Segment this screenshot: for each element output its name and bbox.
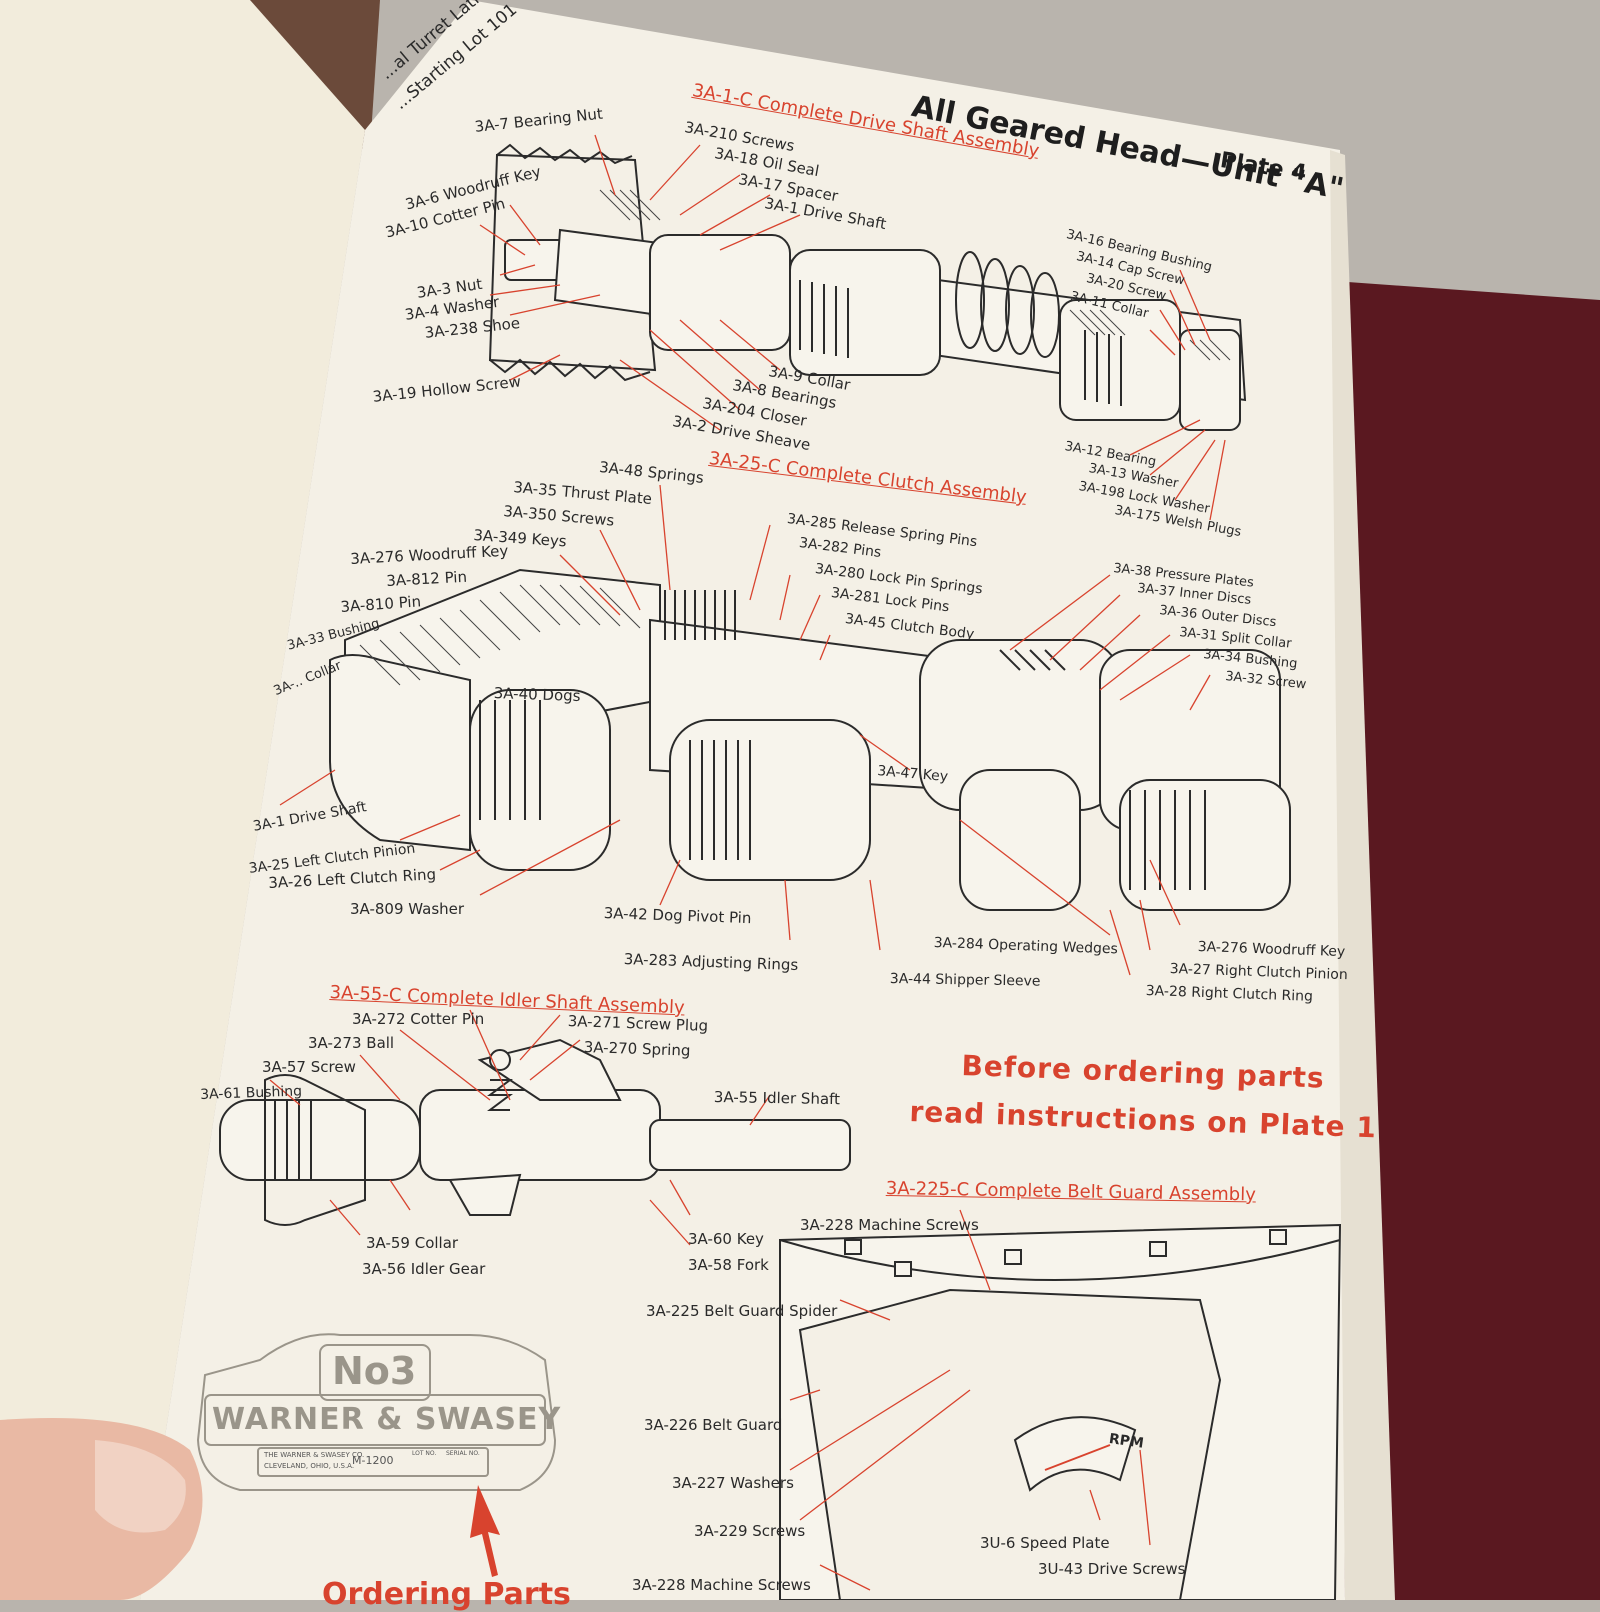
part-label: 3A-229 Screws <box>694 1522 806 1540</box>
nameplate-city: CLEVELAND, OHIO, U.S.A. <box>264 1462 355 1470</box>
part-label: 3A-270 Spring <box>583 1038 691 1060</box>
part-label: 3A-812 Pin <box>385 567 468 590</box>
part-label: 3A-57 Screw <box>262 1058 356 1076</box>
part-label: 3U-6 Speed Plate <box>980 1534 1110 1552</box>
part-label: 3A-226 Belt Guard <box>644 1416 783 1434</box>
nameplate-company: THE WARNER & SWASEY CO. <box>264 1451 365 1459</box>
part-label: 3A-58 Fork <box>688 1256 769 1274</box>
leader-lines <box>269 134 1226 1591</box>
idler-shaft-drawing <box>219 1038 851 1226</box>
nameplate-model: M-1200 <box>352 1454 394 1467</box>
part-label: 3A-55 Idler Shaft <box>713 1088 841 1109</box>
nameplate-graphic <box>196 1333 557 1491</box>
book-cover-right <box>1320 280 1600 1600</box>
part-label: 3A-809 Washer <box>350 900 465 918</box>
part-label: 3A-225 Belt Guard Spider <box>646 1302 838 1320</box>
part-label: 3U-43 Drive Screws <box>1038 1560 1186 1578</box>
part-label: 3A-61 Bushing <box>199 1083 303 1103</box>
nameplate-lot-label: LOT NO. <box>412 1450 437 1457</box>
ordering-arrow <box>470 1485 500 1577</box>
drive-shaft-drawing <box>488 143 1247 431</box>
page-edges <box>1330 150 1395 1600</box>
part-label: 3A-60 Key <box>688 1230 764 1248</box>
left-page <box>0 0 365 1600</box>
nameplate-number: No3 <box>332 1349 417 1393</box>
belt-guard-drawing <box>779 1223 1342 1600</box>
part-label: 3A-273 Ball <box>308 1034 395 1052</box>
nameplate-serial-label: SERIAL NO. <box>446 1450 480 1457</box>
part-label: 3A-44 Shipper Sleeve <box>889 971 1041 990</box>
nameplate-brand: WARNER & SWASEY <box>212 1402 562 1437</box>
part-label: 3A-59 Collar <box>366 1234 459 1252</box>
clutch-drawing <box>329 568 1291 911</box>
part-label: 3A-228 Machine Screws <box>800 1216 979 1234</box>
part-label: 3A-56 Idler Gear <box>362 1260 486 1278</box>
part-label: 3A-227 Washers <box>672 1474 794 1492</box>
thumb <box>0 1418 203 1600</box>
part-label: 3A-40 Dogs <box>493 684 581 706</box>
part-label: 3A-228 Machine Screws <box>632 1576 811 1594</box>
ordering-parts-caption: Ordering Parts <box>322 1577 571 1612</box>
part-label: 3A-272 Cotter Pin <box>352 1010 485 1028</box>
